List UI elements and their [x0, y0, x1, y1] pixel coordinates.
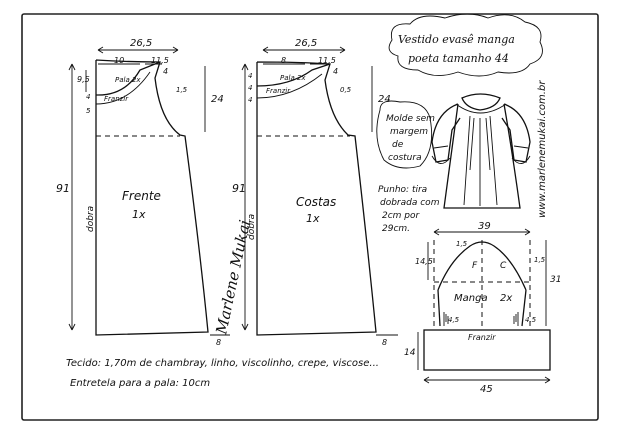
- front-piece: 26,5 10 11,5 Pala 2x Franzir 9,5 4 5 4 1…: [56, 38, 230, 347]
- sleeve-cap: [437, 241, 527, 291]
- front-width-label: 26,5: [130, 38, 152, 49]
- page-border: [21, 13, 599, 421]
- sleeve-gather-label: Franzir: [468, 333, 496, 342]
- dress-left-cuff: [431, 145, 451, 164]
- front-yoke-low-label: 5: [86, 107, 91, 115]
- back-top-drop-label: 4: [248, 72, 252, 80]
- back-yoke-height-label: 4: [248, 84, 252, 92]
- sleeve-grid: [433, 240, 531, 326]
- back-width-label: 26,5: [295, 38, 317, 49]
- front-outline: [95, 59, 209, 336]
- dress-right-cuff: [511, 145, 531, 164]
- front-piece-qty: 1x: [132, 208, 146, 221]
- front-neckline: [95, 61, 161, 96]
- mold-note-line3: de: [392, 140, 404, 150]
- mold-note-line4: costura: [388, 153, 422, 163]
- back-yoke-line: [256, 73, 323, 99]
- sleeve-piece-qty: 2x: [500, 293, 512, 304]
- sleeve-cap-right-label: 1,5: [534, 256, 546, 264]
- dress-body: [443, 103, 521, 209]
- back-armhole-label: 0,5: [340, 86, 352, 94]
- back-yoke-low-label: 4: [248, 96, 252, 104]
- front-neck-label: 10: [114, 56, 124, 65]
- back-shoulder-label: 11,5: [318, 56, 336, 65]
- front-piece-name: Frente: [122, 189, 161, 203]
- dress-yoke: [455, 103, 507, 114]
- front-gather-label: Franzir: [104, 95, 129, 103]
- sleeve-cap-height-label: 14,5: [415, 257, 433, 266]
- front-yoke-height-label: 4: [86, 93, 90, 101]
- website-label: www.marlenemukai.com.br: [537, 80, 548, 218]
- sleeve-width-top-label: 39: [478, 221, 491, 232]
- sleeve-front-mark: F: [472, 261, 478, 271]
- title-block: Vestido evasê manga poeta tamanho 44: [388, 13, 543, 77]
- title-line2: poeta tamanho 44: [408, 52, 509, 65]
- dress-left-sleeve: [431, 103, 461, 163]
- title-line1: Vestido evasê manga: [398, 33, 515, 46]
- sleeve-edge-left-label: 4,5: [448, 316, 460, 324]
- back-fold-label: dobra: [247, 214, 257, 240]
- front-strap-label: 4: [163, 67, 168, 76]
- back-piece: 26,5 8 11,5 Pala 2x Franzir 4 4 4 4 0,5 …: [232, 38, 398, 347]
- sleeve-height-label: 31: [550, 275, 561, 285]
- sleeve-center-mark: C: [500, 261, 507, 271]
- cuff-note-line2: dobrada com: [380, 198, 440, 208]
- dress-right-sleeve: [501, 103, 531, 163]
- front-fold-label: dobra: [86, 206, 96, 232]
- cuff-note-line4: 29cm.: [382, 224, 410, 234]
- title-cloud: [388, 13, 543, 77]
- designer-signature: Marlene Mukai: [212, 218, 254, 337]
- back-length-label: 91: [232, 182, 246, 195]
- sleeve-edge-right-label: 4,5: [525, 316, 537, 324]
- front-yoke-line: [95, 71, 151, 105]
- back-hem-extension-label: 8: [382, 338, 387, 347]
- back-piece-name: Costas: [296, 195, 336, 209]
- back-strap-label: 4: [333, 67, 338, 76]
- back-gather-label: Franzir: [266, 87, 291, 95]
- sleeve-width-bottom-label: 45: [480, 384, 493, 395]
- sleeve-band-label: 14: [404, 348, 416, 358]
- front-yoke-label: Pala 2x: [115, 76, 141, 84]
- back-outline: [256, 61, 377, 336]
- back-neckline: [256, 63, 331, 87]
- front-shoulder-label: 11,5: [151, 56, 169, 65]
- sleeve-cap-left-label: 1,5: [456, 240, 468, 248]
- mold-note-line2: margem: [390, 127, 428, 137]
- back-piece-qty: 1x: [306, 212, 320, 225]
- sleeve-sides: [437, 289, 527, 327]
- cuff-note: Punho: tira dobrada com 2cm por 29cm.: [378, 185, 440, 234]
- mold-note: Molde sem margem de costura: [376, 100, 435, 169]
- sleeve-piece-name: Manga: [454, 293, 488, 304]
- front-hem-extension-label: 8: [216, 338, 221, 347]
- dress-collar: [461, 93, 501, 111]
- sleeve-band: [423, 329, 551, 371]
- mold-note-line1: Molde sem: [386, 114, 435, 124]
- front-length-label: 91: [56, 182, 70, 195]
- cuff-note-line3: 2cm por: [382, 211, 421, 221]
- sleeve-piece: 39 14,5 31 1,5 1,5 F C Manga 2x 4,5 4,5 …: [404, 221, 561, 395]
- cuff-note-line1: Punho: tira: [378, 185, 427, 195]
- dress-illustration: [431, 93, 531, 209]
- back-armhole-depth-label: 24: [378, 94, 391, 105]
- back-neck-label: 8: [281, 56, 286, 65]
- fabric-note: Tecido: 1,70m de chambray, linho, viscol…: [66, 358, 379, 369]
- front-top-drop-label: 9,5: [77, 75, 90, 84]
- back-yoke-label: Pala 2x: [280, 74, 306, 82]
- front-armhole-label: 1,5: [176, 86, 188, 94]
- interfacing-note: Entretela para a pala: 10cm: [70, 378, 210, 389]
- front-armhole-depth-label: 24: [211, 94, 224, 105]
